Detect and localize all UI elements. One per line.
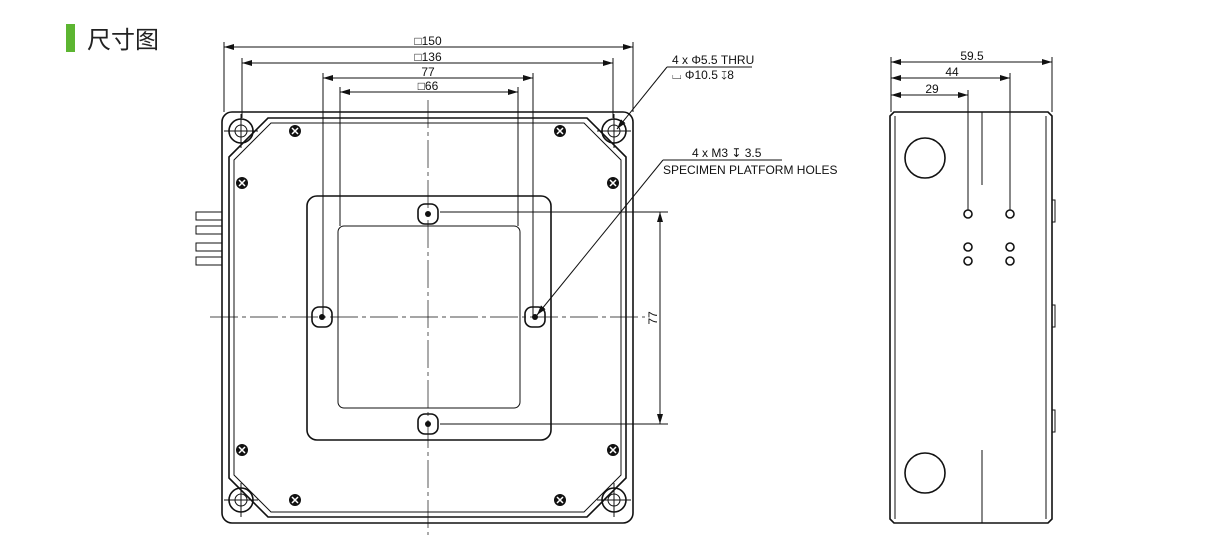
accent-bar (66, 23, 75, 52)
dim-vertical: 77 (646, 311, 660, 325)
callout-platform-line1: 4 x M3 ↧ 3.5 (692, 146, 762, 160)
side-view: 59.5 44 29 (889, 49, 1056, 524)
dim-window: □66 (418, 79, 439, 93)
front-view: □150 □136 77 □66 77 4 x Φ5.5 THRU ⌴ Φ10.… (195, 34, 837, 535)
screws (236, 125, 619, 506)
callout-mount-line1: 4 x Φ5.5 THRU (672, 53, 754, 67)
dim-total: 59.5 (960, 49, 984, 63)
front-dimensions: □150 □136 77 □66 77 (224, 34, 663, 424)
section-title-text: 尺寸图 (87, 26, 159, 54)
callout-mount-line2: ⌴ Φ10.5 ↧8 (672, 68, 734, 82)
housing-outline (228, 117, 627, 518)
section-title: 尺寸图 (66, 20, 159, 55)
side-dimensions: 59.5 44 29 (891, 49, 1052, 98)
specimen-platform (306, 195, 552, 441)
side-outline (889, 111, 1053, 524)
side-port-top (904, 137, 946, 179)
mount-holes (224, 114, 631, 517)
dim-44: 44 (945, 65, 959, 79)
dim-29: 29 (925, 82, 939, 96)
side-port-bottom (904, 452, 946, 494)
base-plate-outline (221, 111, 634, 524)
platform-hole-callout: 4 x M3 ↧ 3.5 SPECIMEN PLATFORM HOLES (536, 146, 837, 316)
mount-hole-callout: 4 x Φ5.5 THRU ⌴ Φ10.5 ↧8 (616, 53, 754, 130)
platform-holes (311, 203, 546, 435)
dim-holes-span: 77 (421, 65, 435, 79)
connectors (195, 211, 223, 266)
dim-mount: □136 (414, 50, 442, 64)
side-holes (963, 209, 1015, 266)
dim-outer: □150 (414, 34, 442, 48)
callout-platform-line2: SPECIMEN PLATFORM HOLES (663, 163, 837, 177)
